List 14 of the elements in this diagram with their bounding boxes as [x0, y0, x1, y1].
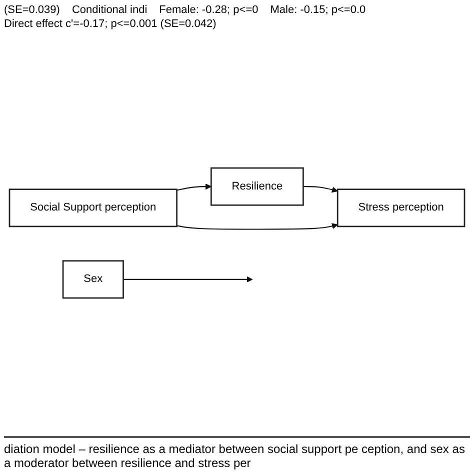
- annotation-text: Female: -0.28; p<=0: [159, 4, 258, 16]
- arrow: [176, 184, 212, 191]
- node-box: Stress perception: [336, 188, 466, 228]
- arrow: [176, 223, 338, 230]
- node-box: Resilience: [210, 167, 304, 206]
- arrow: [303, 186, 338, 193]
- figure-caption: diation model – resilience as a mediator between social support pe ception, and sex as a moderator between resilience and stress per: [4, 436, 470, 470]
- annotation-text: Male: -0.15; p<=0.0: [270, 4, 366, 16]
- node-box: Social Support perception: [8, 188, 178, 228]
- arrow: [123, 276, 253, 282]
- annotation-text: Conditional indi: [72, 4, 148, 16]
- annotation-text: Direct effect c'=-0.17; p<=0.001 (SE=0.042): [4, 18, 216, 30]
- node-box: Sex: [62, 260, 124, 299]
- annotation-text: (SE=0.039): [4, 4, 60, 16]
